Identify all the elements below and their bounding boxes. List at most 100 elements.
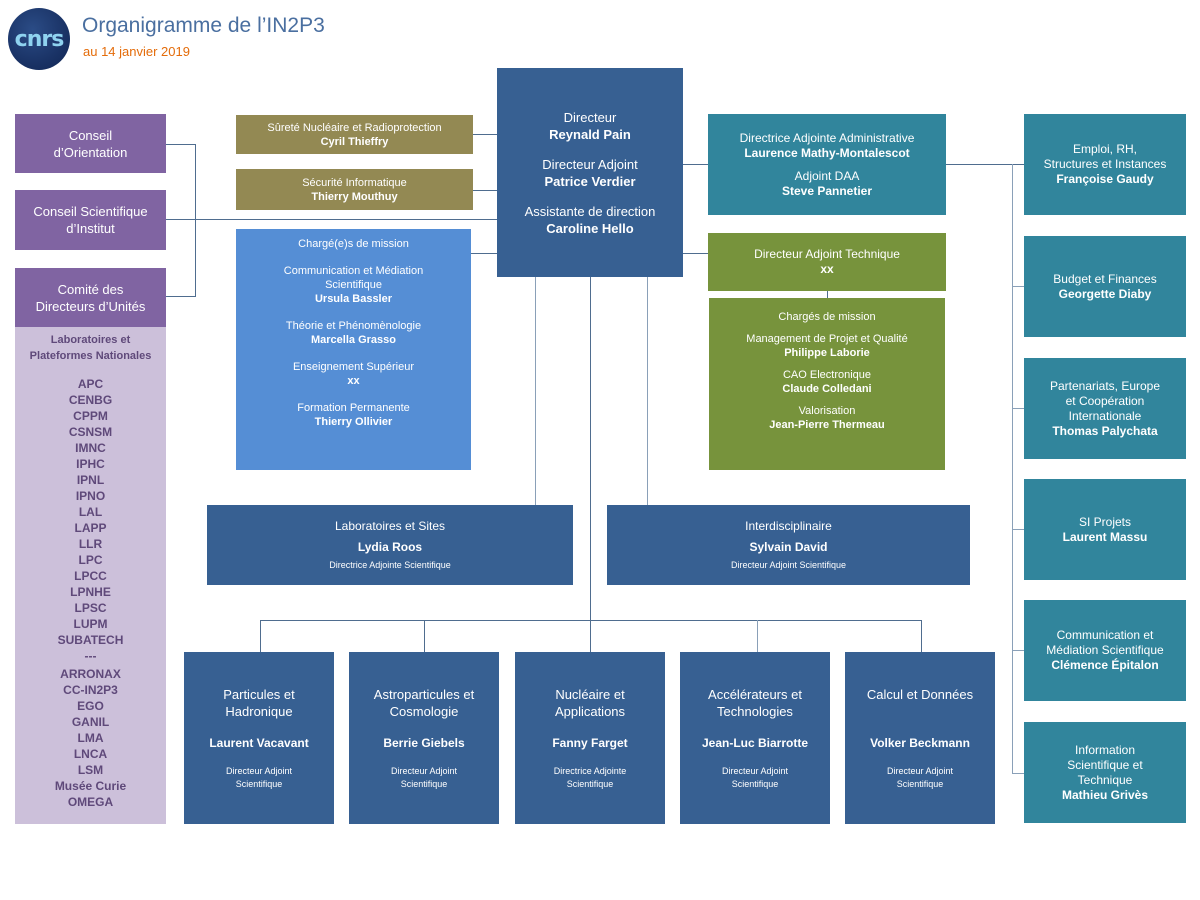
scientific-title: Scientifique [235, 778, 283, 789]
connector-line [1012, 164, 1013, 774]
mission-person: xx [347, 375, 360, 387]
platform-item[interactable]: ARRONAX [60, 667, 121, 681]
unit-role: Sûreté Nucléaire et Radioprotection [267, 121, 442, 134]
service-label: Internationale [1068, 408, 1142, 423]
direction-role: Assistante de direction [524, 203, 656, 219]
platform-item[interactable]: CC-IN2P3 [63, 683, 118, 697]
connector-line [471, 253, 497, 254]
scientific-title: Scientifique [566, 778, 614, 789]
transverse-title: Directrice Adjointe Scientifique [329, 559, 451, 570]
scientific-title: Scientifique [731, 778, 779, 789]
scientific-title: Directeur Adjoint [390, 765, 458, 776]
lab-item[interactable]: CPPM [73, 409, 108, 423]
platform-item[interactable]: LSM [77, 763, 104, 777]
platform-item[interactable]: Musée Curie [54, 779, 127, 793]
direction-person: Caroline Hello [546, 220, 634, 236]
admin-person: Laurence Mathy-Montalescot [744, 145, 910, 160]
unit-surete-nucleaire[interactable]: Sûreté Nucléaire et Radioprotection Cyri… [236, 115, 473, 154]
mission-item[interactable]: CAO Electronique Claude Colledani [782, 368, 871, 396]
lab-item[interactable]: CSNSM [68, 425, 113, 439]
lab-item[interactable]: LLR [78, 537, 103, 551]
council-orientation[interactable]: Conseil d’Orientation [15, 114, 166, 173]
mission-item[interactable]: Valorisation Jean-Pierre Thermeau [769, 404, 885, 432]
lab-item[interactable]: LPSC [74, 601, 107, 615]
labs-heading: Plateformes Nationales [29, 350, 152, 362]
transverse-interdisciplinaire[interactable]: Interdisciplinaire Sylvain David Directe… [607, 505, 970, 585]
service-label: Emploi, RH, [1072, 142, 1137, 156]
platform-item[interactable]: LMA [77, 731, 104, 745]
platform-item[interactable]: OMEGA [67, 795, 114, 809]
lab-item[interactable]: LPC [78, 553, 103, 567]
lab-item[interactable]: LAL [78, 505, 103, 519]
service-label: Communication et [1056, 628, 1154, 642]
mission-item[interactable]: Communication et Médiation Scientifique … [284, 264, 423, 306]
unit-role: Sécurité Informatique [302, 176, 407, 189]
scientific-title: Directeur Adjoint [721, 765, 789, 776]
service-label: SI Projets [1078, 514, 1132, 529]
lab-item[interactable]: LUPM [73, 617, 108, 631]
scientific-person: Berrie Giebels [383, 735, 465, 750]
connector-line [946, 164, 1024, 165]
logo-text: cnrs [14, 26, 65, 52]
technical-direction-box[interactable]: Directeur Adjoint Technique xx [708, 233, 946, 291]
council-directeurs-unites[interactable]: Comité des Directeurs d’Unités [15, 268, 166, 327]
unit-securite-informatique[interactable]: Sécurité Informatique Thierry Mouthuy [236, 169, 473, 210]
mission-item[interactable]: Enseignement Supérieur xx [293, 360, 414, 388]
mission-item[interactable]: Management de Projet et Qualité Philippe… [746, 332, 907, 360]
direction-box[interactable]: Directeur Reynald Pain Directeur Adjoint… [497, 68, 683, 277]
mission-person: Marcella Grasso [311, 334, 396, 346]
lab-item[interactable]: IPNO [75, 489, 106, 503]
missions-left-panel: Chargé(e)s de mission Communication et M… [236, 229, 471, 470]
connector-line [424, 620, 425, 652]
mission-role: CAO Electronique [782, 369, 872, 381]
scientific-person: Volker Beckmann [870, 735, 970, 750]
lab-item[interactable]: CENBG [68, 393, 113, 407]
platform-item[interactable]: GANIL [71, 715, 110, 729]
lab-item[interactable]: IPHC [76, 457, 105, 471]
service-person: Mathieu Grivès [1061, 787, 1149, 802]
lab-item[interactable]: LPCC [74, 569, 107, 583]
lab-item[interactable]: IMNC [75, 441, 106, 455]
lab-item[interactable]: IPNL [76, 473, 105, 487]
mission-item[interactable]: Formation Permanente Thierry Ollivier [297, 401, 410, 429]
council-label: d’Institut [66, 221, 115, 236]
transverse-labs-sites[interactable]: Laboratoires et Sites Lydia Roos Directr… [207, 505, 573, 585]
scientific-domain: Hadronique [225, 703, 293, 719]
connector-line [647, 277, 648, 506]
mission-person: Claude Colledani [782, 383, 872, 395]
transverse-person: Lydia Roos [357, 539, 423, 554]
lab-item[interactable]: LAPP [74, 521, 107, 535]
scientific-person: Laurent Vacavant [209, 735, 309, 750]
council-scientifique[interactable]: Conseil Scientifique d’Institut [15, 190, 166, 250]
connector-line [1012, 650, 1024, 651]
platform-item[interactable]: LNCA [73, 747, 108, 761]
missions-heading: Chargé(e)s de mission [298, 238, 409, 250]
scientific-domain: Particules et [223, 686, 295, 702]
connector-line [1012, 408, 1024, 409]
council-label: Conseil Scientifique [33, 204, 148, 219]
platform-item[interactable]: EGO [77, 699, 104, 713]
scientific-domain: Astroparticules et [373, 686, 475, 702]
lab-item[interactable]: LPNHE [70, 585, 111, 599]
service-label: Médiation Scientifique [1046, 643, 1164, 657]
lab-item[interactable]: APC [77, 377, 104, 391]
lab-item[interactable]: SUBATECH [57, 633, 124, 647]
mission-item[interactable]: Théorie et Phénomènologie Marcella Grass… [286, 319, 421, 347]
admin-direction-box[interactable]: Directrice Adjointe Administrative Laure… [708, 114, 946, 215]
service-label: Budget et Finances [1053, 271, 1157, 286]
connector-line [473, 134, 497, 135]
missions-right-panel: Chargés de mission Management de Projet … [709, 298, 945, 470]
unit-person: Cyril Thieffry [320, 135, 389, 148]
